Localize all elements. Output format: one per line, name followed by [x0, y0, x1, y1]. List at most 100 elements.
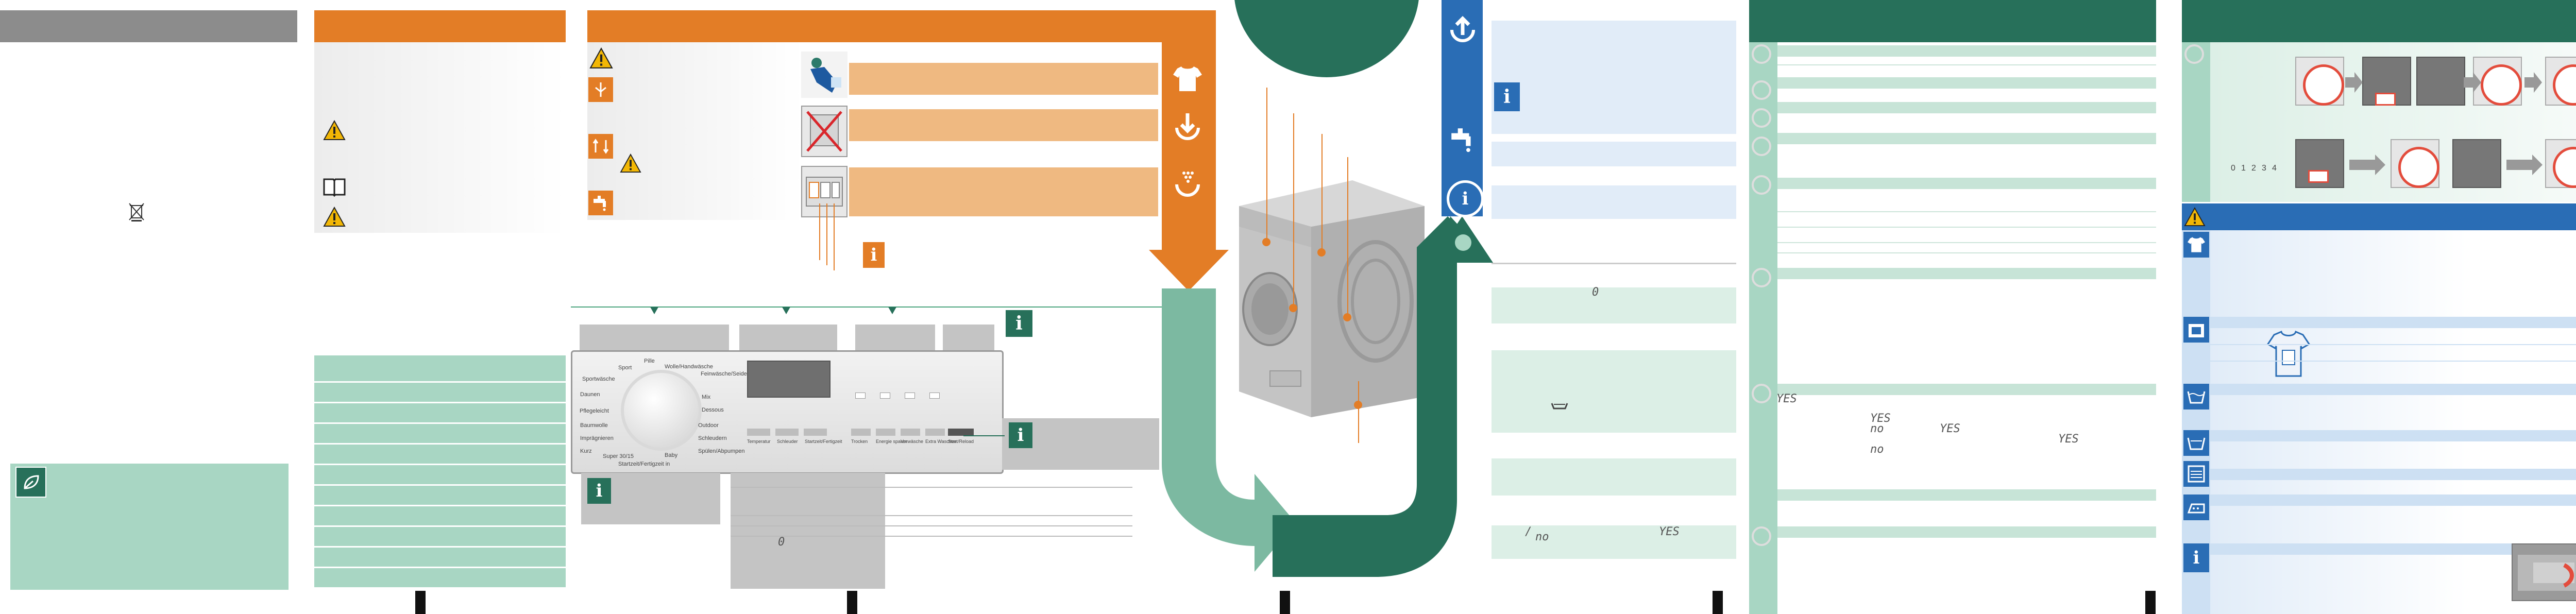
display-yes: YES	[1870, 412, 1891, 425]
panel-button[interactable]	[851, 429, 871, 436]
table-line	[731, 515, 1132, 516]
fold-mark	[847, 591, 857, 614]
program-label: Mix	[702, 394, 711, 400]
start-button[interactable]	[948, 429, 974, 436]
panel-right-line	[963, 435, 1005, 436]
page7-blue-fade	[2210, 230, 2468, 614]
detergent-tray-icon	[1551, 402, 1568, 411]
button-label: Schleuder	[777, 439, 798, 444]
display-no: no	[1870, 443, 1884, 456]
scale-label: 4	[2272, 164, 2277, 173]
fold-mark	[2145, 591, 2156, 614]
button-label: Startzeit/Fertigzeit	[805, 439, 842, 444]
callout-dot	[1262, 238, 1270, 246]
panel-button[interactable]	[901, 429, 920, 436]
button-label: Vorwäsche	[901, 439, 924, 444]
panel-pointer	[782, 307, 790, 314]
info-icon: i	[1006, 310, 1032, 337]
fold-mark	[1280, 591, 1290, 614]
panel-button[interactable]	[775, 429, 799, 436]
dial-knob	[2303, 64, 2344, 106]
illustration-no-dry	[801, 106, 848, 157]
page6-header	[1749, 0, 2156, 42]
display-yes: YES	[2058, 433, 2079, 446]
info-icon: i	[1494, 82, 1520, 111]
blue-row	[2210, 384, 2576, 395]
dial-illustration	[2416, 57, 2465, 106]
care-label-icon	[2183, 317, 2209, 343]
callout-dot	[1343, 313, 1351, 321]
blue-line	[2210, 344, 2576, 345]
callout-line	[834, 203, 835, 270]
callout-line	[1266, 88, 1267, 242]
info-icon: i	[2183, 543, 2209, 572]
button-label: Extra Waschen	[925, 439, 957, 444]
scale-label: 0	[2231, 164, 2235, 173]
wash-tub-icon	[2183, 384, 2209, 410]
list-row	[1777, 178, 2156, 189]
display-highlight	[2375, 93, 2396, 106]
step-marker	[1752, 108, 1771, 128]
list-row	[1777, 77, 2156, 89]
display-zero: 0	[1592, 286, 1599, 299]
table-line	[731, 487, 1132, 488]
warning-icon	[619, 152, 642, 174]
list-row	[1777, 102, 2156, 113]
callout-line	[1321, 134, 1323, 252]
program-dial[interactable]	[621, 370, 702, 451]
page7-header	[2182, 0, 2576, 42]
illustration-drawer	[801, 166, 848, 217]
program-label: Wolle/Handwäsche	[665, 364, 713, 370]
panel-button[interactable]	[876, 429, 895, 436]
info-icon: i	[587, 478, 611, 504]
transport-icon	[588, 134, 613, 159]
blue-row	[2210, 430, 2576, 441]
eco-note-box	[10, 464, 289, 590]
scale-label: 1	[2241, 164, 2246, 173]
eco-leaf-icon	[15, 467, 46, 498]
tap-icon	[1447, 124, 1479, 156]
panel-label-box-3	[855, 325, 935, 350]
panel-button[interactable]	[747, 429, 770, 436]
step-marker	[2184, 44, 2204, 64]
panel-button[interactable]	[804, 429, 827, 436]
blue-row	[2210, 494, 2576, 506]
step-arrow	[2349, 155, 2385, 175]
list-row	[1777, 133, 2156, 144]
wash-tub-icon	[2183, 430, 2209, 456]
panel-top-line	[571, 306, 1163, 308]
page5-green-box	[1492, 350, 1736, 433]
program-label: Schleudern	[698, 435, 727, 441]
list-row	[1777, 489, 2156, 501]
program-label: Outdoor	[698, 422, 719, 429]
program-label: Sport	[618, 365, 632, 371]
green-top-circle	[1234, 0, 1419, 77]
upload-icon	[1447, 14, 1479, 46]
plug-icon	[588, 77, 613, 102]
washing-machine	[1239, 180, 1425, 417]
program-label: Spülen/Abpumpen	[698, 448, 745, 454]
step-arrow	[2506, 155, 2543, 175]
orange-band-2	[849, 109, 1158, 141]
panel-indicator	[929, 393, 940, 399]
program-label: Daunen	[580, 391, 600, 398]
warning-icon	[2183, 206, 2206, 228]
table-line	[731, 536, 1132, 537]
blue-row	[2210, 469, 2576, 480]
download-icon	[1170, 108, 1206, 144]
display-yes: YES	[1940, 422, 1960, 435]
display-no: no	[1535, 531, 1549, 543]
blue-row	[2210, 543, 2576, 555]
callout-line	[819, 203, 820, 260]
page5-blue-row	[1492, 185, 1736, 219]
panel-button[interactable]	[925, 429, 945, 436]
callout-dot	[1354, 401, 1362, 409]
program-label: Startzeit/Fertigzeit in	[618, 461, 670, 467]
dial-knob	[2398, 147, 2439, 188]
orange-band-1	[849, 63, 1158, 95]
info-icon: i	[1447, 180, 1484, 217]
list-line	[1777, 227, 2156, 228]
display-highlight	[2308, 170, 2329, 183]
program-label: Pille	[644, 358, 655, 364]
panel-indicator	[855, 393, 866, 399]
